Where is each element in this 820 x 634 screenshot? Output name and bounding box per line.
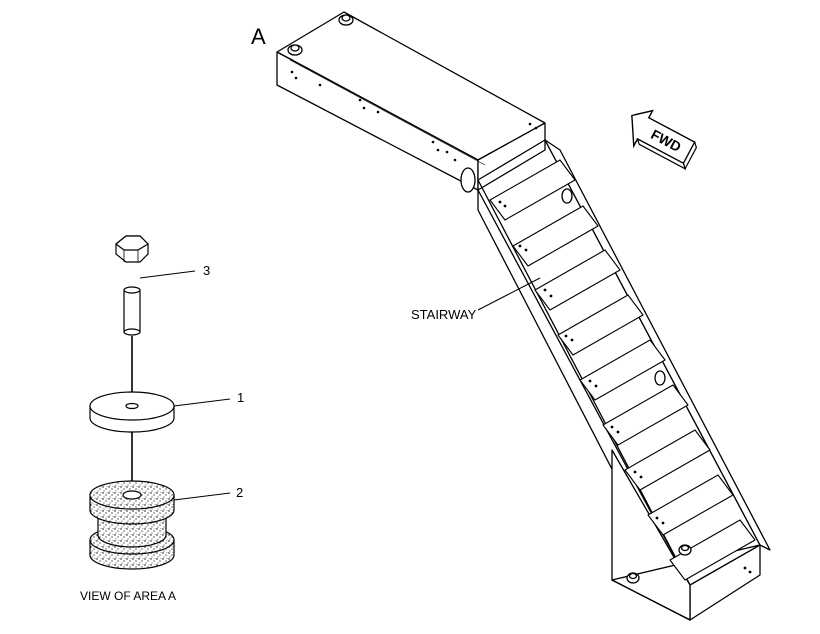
right-stringer bbox=[544, 139, 771, 551]
view-label: A bbox=[251, 24, 266, 49]
stringer-bolt-lower bbox=[654, 370, 666, 386]
callout-2-leader bbox=[173, 492, 231, 501]
callout-3: 3 bbox=[203, 263, 210, 278]
stringer-bolt-upper bbox=[561, 188, 573, 204]
view-caption: VIEW OF AREA A bbox=[80, 589, 176, 603]
beam-bolt-right bbox=[338, 14, 354, 26]
callout-1: 1 bbox=[237, 390, 244, 405]
part-1-washer bbox=[89, 391, 175, 433]
part-3-bolt bbox=[115, 235, 149, 336]
foot-bolt-left bbox=[626, 572, 640, 584]
beam-rivets bbox=[290, 70, 538, 162]
callout-3-leader bbox=[139, 270, 196, 279]
callout-2: 2 bbox=[236, 485, 243, 500]
beam-end-cylinder bbox=[460, 167, 476, 193]
stairway-label: STAIRWAY bbox=[411, 307, 477, 322]
beam-bolt-left bbox=[287, 44, 303, 56]
fwd-arrow-icon: FWD bbox=[631, 109, 698, 171]
stairway-leader bbox=[477, 277, 541, 311]
tread-rivets bbox=[498, 200, 752, 574]
part-2-isolator bbox=[89, 480, 175, 570]
stairway-assembly bbox=[276, 11, 771, 621]
stair-treads bbox=[489, 159, 756, 581]
top-beam bbox=[276, 11, 546, 191]
callout-1-leader bbox=[173, 398, 231, 407]
foot-bolt-right bbox=[678, 544, 692, 556]
